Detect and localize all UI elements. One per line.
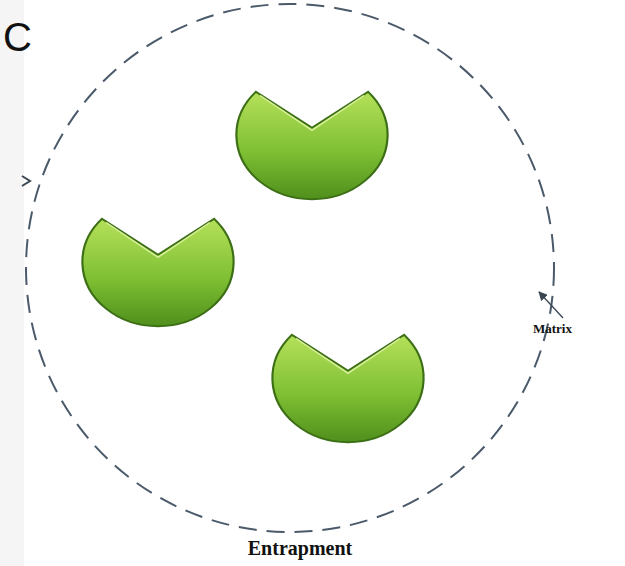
caption: Entrapment: [248, 537, 352, 559]
tick-mark: [22, 176, 30, 186]
enzyme-shape: [236, 92, 387, 200]
matrix-boundary: [26, 4, 554, 532]
enzyme-group: [82, 92, 423, 443]
matrix-label: Matrix: [533, 322, 572, 336]
enzyme-shape: [272, 335, 423, 443]
leader-line: [539, 292, 563, 318]
slide-edge: [0, 0, 24, 566]
slide-title-fragment: C: [3, 17, 32, 57]
enzyme-shape: [82, 219, 233, 327]
